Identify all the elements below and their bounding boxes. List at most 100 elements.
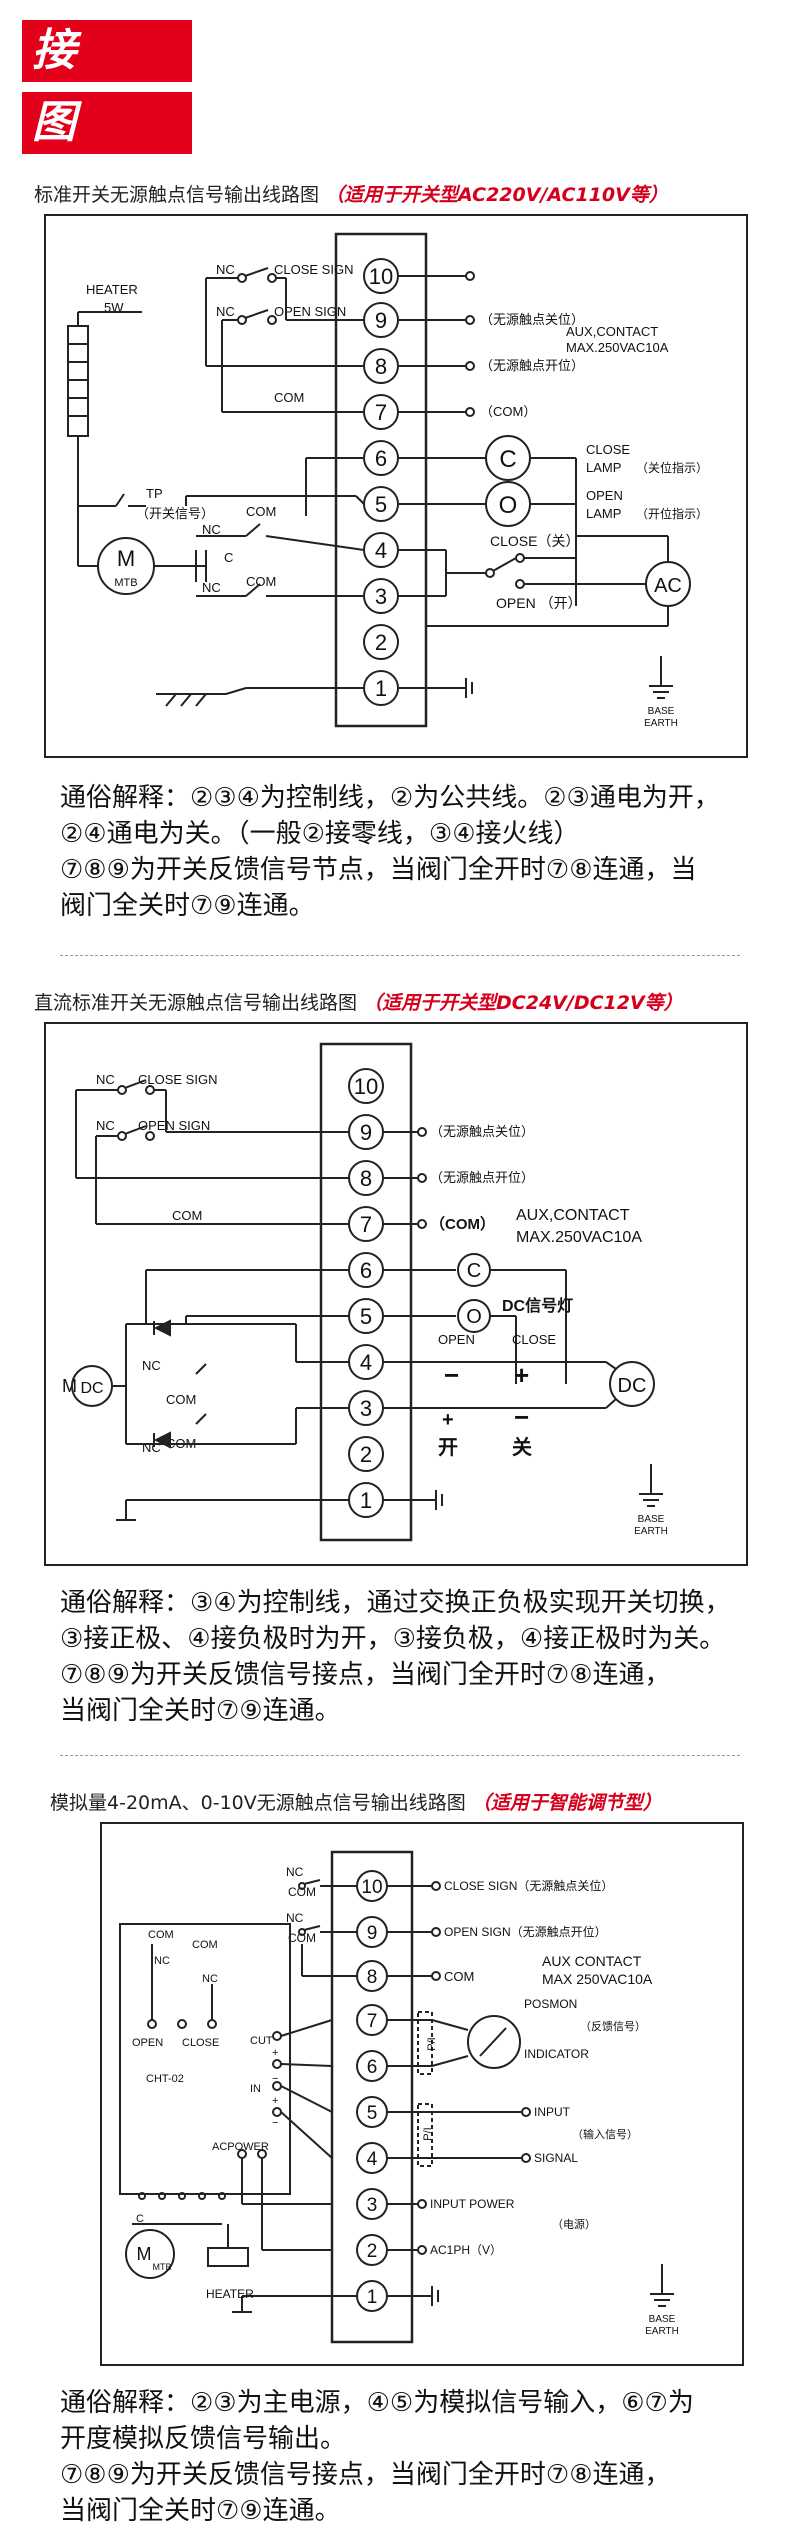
terminal-8: 8 <box>348 1160 384 1196</box>
svg-text:BASE: BASE <box>649 2314 676 2325</box>
svg-text:2: 2 <box>360 1442 372 1467</box>
svg-text:CLOSE（关）: CLOSE（关） <box>490 533 579 549</box>
svg-text:MAX 250VAC10A: MAX 250VAC10A <box>542 1971 653 1987</box>
svg-text:+: + <box>272 2095 278 2107</box>
terminal-6: 6 <box>356 2050 388 2082</box>
terminal-5: 5 <box>363 486 399 522</box>
section3-title: 模拟量4-20mA、0-10V无源触点信号输出线路图（适用于智能调节型） <box>50 1788 662 1815</box>
svg-text:M: M <box>62 1376 77 1396</box>
svg-text:NC: NC <box>96 1118 115 1133</box>
svg-text:OPEN （开）: OPEN （开） <box>496 595 582 611</box>
motor <box>125 2229 175 2279</box>
svg-text:C: C <box>499 446 516 473</box>
svg-text:P/I: P/I <box>422 2127 434 2140</box>
terminal-2: 2 <box>363 624 399 660</box>
svg-text:NC: NC <box>154 1955 170 1967</box>
explain2-line: ③接正极、④接负极时为开，③接负极，④接正极时为关。 <box>60 1624 726 1654</box>
section3-title-text: 模拟量4-20mA、0-10V无源触点信号输出线路图 <box>50 1792 466 1814</box>
svg-text:BASE: BASE <box>648 706 675 717</box>
svg-text:4: 4 <box>375 538 387 563</box>
svg-text:M: M <box>117 546 135 571</box>
svg-text:OPEN SIGN: OPEN SIGN <box>274 304 346 319</box>
terminal-7: 7 <box>356 2004 388 2036</box>
terminal-strip <box>334 232 428 728</box>
svg-text:−: − <box>444 1360 459 1390</box>
svg-text:DC: DC <box>618 1375 647 1397</box>
svg-text:O: O <box>499 492 518 519</box>
section1-title: 标准开关无源触点信号输出线路图（适用于开关型AC220V/AC110V等） <box>34 180 668 207</box>
section1-diagram-frame: 10 9 8 7 6 5 4 3 2 1 （无源触点关位） （无源触点开位） （… <box>44 214 748 758</box>
note-9: （无源触点关位） <box>480 312 584 327</box>
terminal-9: 9 <box>363 302 399 338</box>
svg-text:AC1PH（V）: AC1PH（V） <box>430 2243 502 2257</box>
section1-diagram: 10 9 8 7 6 5 4 3 2 1 （无源触点关位） （无源触点开位） （… <box>67 232 708 729</box>
svg-text:6: 6 <box>360 1258 372 1283</box>
terminal-5: 5 <box>348 1298 384 1334</box>
explanation-1: 通俗解释：②③④为控制线，②为公共线。②③通电为开， ②④通电为关。（一般②接零… <box>60 780 720 924</box>
svg-text:OPEN SIGN: OPEN SIGN <box>138 1118 210 1133</box>
terminal-10: 10 <box>363 258 399 294</box>
svg-text:3: 3 <box>360 1396 372 1421</box>
section2-diagram: 10 9 8 7 6 5 4 3 2 1 （无源触点关位） （无源触点开位） （… <box>62 1042 668 1542</box>
svg-text:P/I: P/I <box>426 2037 438 2050</box>
svg-text:MTB: MTB <box>153 2262 172 2272</box>
svg-text:+: + <box>514 1360 529 1390</box>
svg-text:+: + <box>272 2047 278 2059</box>
svg-text:OPEN: OPEN <box>586 488 623 503</box>
svg-text:−: − <box>272 2117 278 2129</box>
svg-text:CLOSE: CLOSE <box>182 2037 219 2049</box>
terminal-4: 4 <box>356 2142 388 2174</box>
svg-text:POSMON: POSMON <box>524 1997 577 2011</box>
svg-text:COM: COM <box>288 1931 316 1945</box>
svg-text:OPEN: OPEN <box>132 2037 163 2049</box>
divider-1 <box>60 955 740 956</box>
svg-text:−: − <box>272 2073 278 2085</box>
svg-text:INDICATOR: INDICATOR <box>524 2047 589 2061</box>
section3-diagram-frame: 10 9 8 7 6 5 4 3 2 1 CLOSE SIGN（无源触点关位） … <box>100 1822 744 2366</box>
svg-text:NC: NC <box>96 1072 115 1087</box>
svg-text:（开关信号）: （开关信号） <box>136 506 214 521</box>
terminal-1: 1 <box>356 2280 388 2312</box>
svg-text:C: C <box>136 2213 144 2225</box>
svg-text:AUX CONTACT: AUX CONTACT <box>542 1953 642 1969</box>
explain1-line: 阀门全关时⑦⑨连通。 <box>60 891 315 921</box>
terminal-8: 8 <box>363 348 399 384</box>
svg-text:COM: COM <box>172 1208 202 1223</box>
svg-text:3: 3 <box>367 2195 378 2216</box>
svg-text:NC: NC <box>202 1973 218 1985</box>
svg-text:COM: COM <box>246 504 276 519</box>
svg-text:O: O <box>466 1306 482 1328</box>
svg-text:+: + <box>442 1409 454 1431</box>
terminal-1: 1 <box>348 1482 384 1518</box>
divider-2 <box>60 1755 740 1756</box>
terminal-3: 3 <box>363 578 399 614</box>
svg-text:5: 5 <box>375 492 387 517</box>
explain3-line: 当阀门全关时⑦⑨连通。 <box>60 2496 341 2526</box>
svg-text:NC: NC <box>202 522 221 537</box>
section1-title-text: 标准开关无源触点信号输出线路图 <box>34 184 320 206</box>
svg-text:7: 7 <box>367 2011 378 2032</box>
svg-text:（无源触点开位）: （无源触点开位） <box>430 1170 534 1185</box>
terminal-2: 2 <box>356 2234 388 2266</box>
svg-text:DC: DC <box>80 1380 103 1397</box>
svg-text:NC: NC <box>142 1440 161 1455</box>
explanation-3: 通俗解释：②③为主电源，④⑤为模拟信号输入，⑥⑦为 开度模拟反馈信号输出。 ⑦⑧… <box>60 2385 694 2529</box>
svg-text:TP: TP <box>146 486 163 501</box>
terminal-6: 6 <box>348 1252 384 1288</box>
svg-text:10: 10 <box>354 1074 378 1099</box>
heater-element <box>207 2247 249 2267</box>
section2-title-text: 直流标准开关无源触点信号输出线路图 <box>34 992 358 1014</box>
svg-text:MTB: MTB <box>114 577 137 589</box>
header-line-1: 接 线 <box>22 20 192 138</box>
svg-text:9: 9 <box>375 308 387 333</box>
svg-text:1: 1 <box>375 676 387 701</box>
svg-text:开: 开 <box>438 1437 458 1459</box>
terminal-6: 6 <box>363 440 399 476</box>
svg-text:NC: NC <box>142 1358 161 1373</box>
section2-title: 直流标准开关无源触点信号输出线路图（适用于开关型DC24V/DC12V等） <box>34 988 683 1015</box>
explain2-line: 当阀门全关时⑦⑨连通。 <box>60 1696 341 1726</box>
svg-text:2: 2 <box>375 630 387 655</box>
svg-text:4: 4 <box>360 1350 372 1375</box>
svg-text:CLOSE SIGN（无源触点关位）: CLOSE SIGN（无源触点关位） <box>444 1878 613 1893</box>
svg-text:OPEN: OPEN <box>438 1332 475 1347</box>
